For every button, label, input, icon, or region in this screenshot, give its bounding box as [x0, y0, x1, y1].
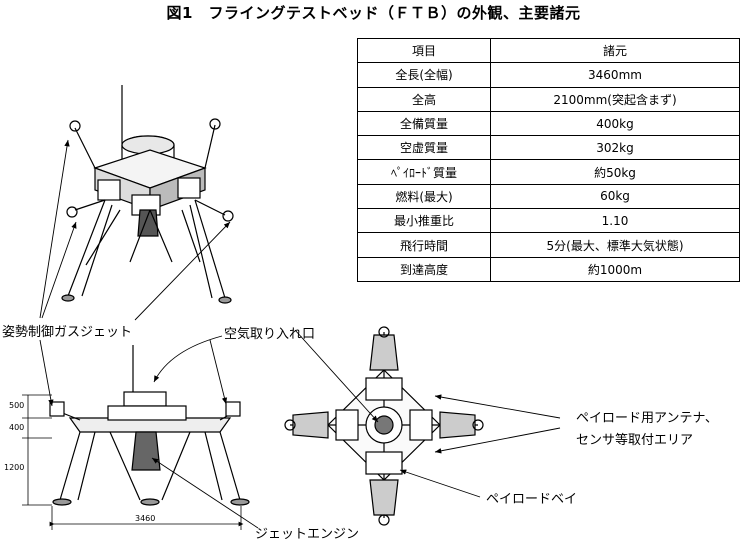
label-attitude-jets: 姿勢制御ガスジェット	[2, 325, 133, 340]
spec-value: 約50kg	[490, 159, 740, 185]
label-payload-bay: ペイロードベイ	[486, 492, 578, 507]
label-antenna-area-2: センサ等取付エリア	[576, 433, 694, 448]
spec-row: 全長(全幅)3460mm	[357, 62, 740, 88]
spec-value: 1.10	[490, 208, 740, 234]
spec-row: ﾍﾟｲﾛｰﾄﾞ質量約50kg	[357, 159, 740, 185]
spec-key: 飛行時間	[357, 232, 491, 258]
spec-key: 全長(全幅)	[357, 62, 491, 88]
dim-500: 500	[9, 401, 24, 410]
spec-key: 到達高度	[357, 256, 491, 282]
dim-1200: 1200	[4, 463, 24, 472]
isometric-view	[61, 85, 234, 304]
spec-header-row: 項目 諸元	[357, 37, 740, 64]
spec-value: 60kg	[490, 183, 740, 210]
spec-key: ﾍﾟｲﾛｰﾄﾞ質量	[357, 159, 491, 185]
label-antenna-area-1: ペイロード用アンテナ、	[576, 411, 718, 426]
spec-key: 全高	[357, 86, 491, 112]
spec-value: 3460mm	[490, 62, 740, 88]
spec-key: 全備質量	[357, 110, 491, 137]
label-jet-engine: ジェットエンジン	[255, 527, 360, 542]
spec-value: 5分(最大、標準大気状態)	[490, 232, 740, 258]
spec-row: 到達高度約1000m	[357, 256, 740, 282]
label-air-intake: 空気取り入れ口	[224, 327, 316, 342]
spec-value: 約1000m	[490, 256, 740, 282]
spec-value: 2100mm(突起含まず)	[490, 86, 740, 112]
top-view	[284, 326, 484, 526]
spec-value: 302kg	[490, 135, 740, 161]
dim-400: 400	[9, 423, 24, 432]
figure-title: 図1 フライングテストベッド（ＦＴＢ）の外観、主要諸元	[166, 4, 581, 22]
spec-header-item: 項目	[357, 37, 491, 64]
dim-width: 3460	[135, 514, 155, 523]
side-view	[22, 345, 250, 530]
